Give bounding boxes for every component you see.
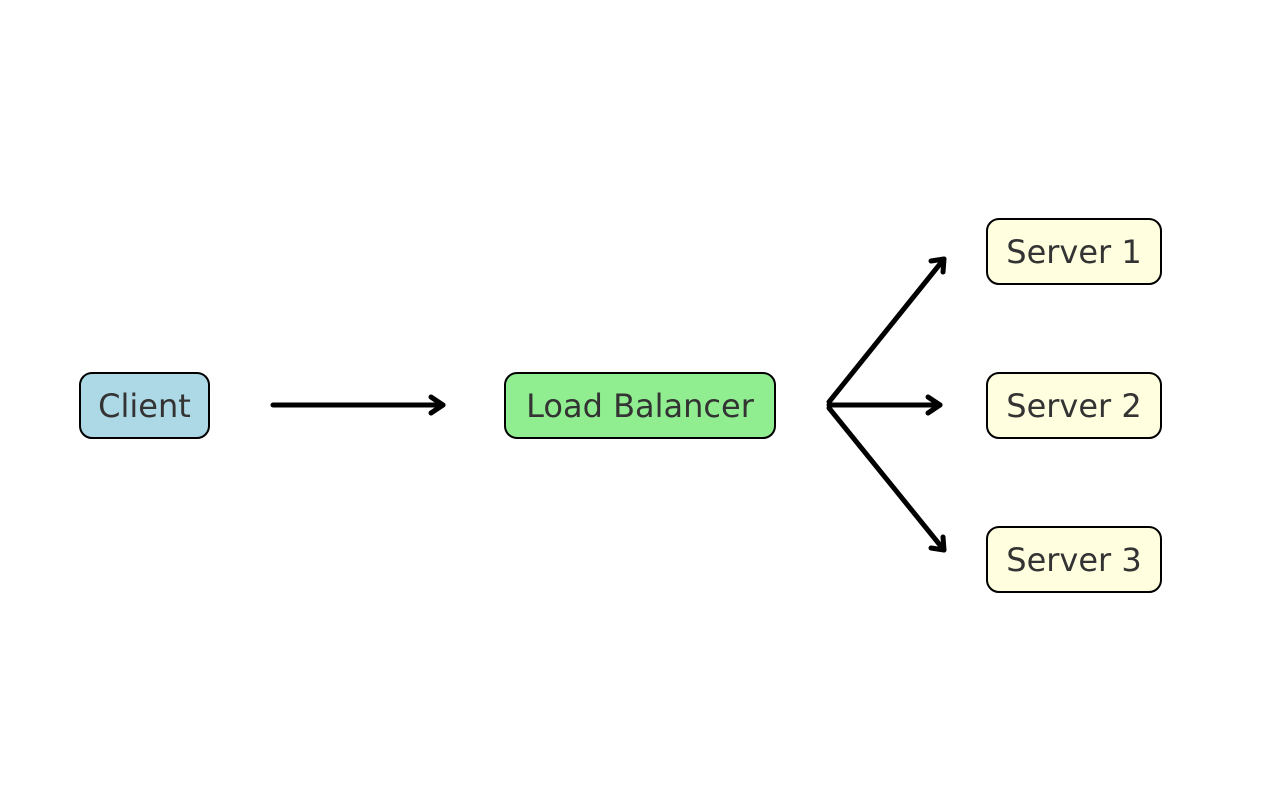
- server-2-node: Server 2: [986, 372, 1162, 439]
- load-balancer-node: Load Balancer: [504, 372, 776, 439]
- server-2-label: Server 2: [1006, 386, 1142, 425]
- server-3-node: Server 3: [986, 526, 1162, 593]
- load-balancer-label: Load Balancer: [526, 386, 754, 425]
- server-1-node: Server 1: [986, 218, 1162, 285]
- server-3-label: Server 3: [1006, 540, 1142, 579]
- arrow-load-balancer-to-server-3: [826, 405, 947, 553]
- server-1-label: Server 1: [1006, 232, 1142, 271]
- client-label: Client: [98, 386, 191, 425]
- arrow-client-to-load-balancer: [270, 394, 446, 416]
- arrow-load-balancer-to-server-1: [826, 256, 947, 405]
- client-node: Client: [79, 372, 210, 439]
- arrow-load-balancer-to-server-2: [826, 394, 943, 416]
